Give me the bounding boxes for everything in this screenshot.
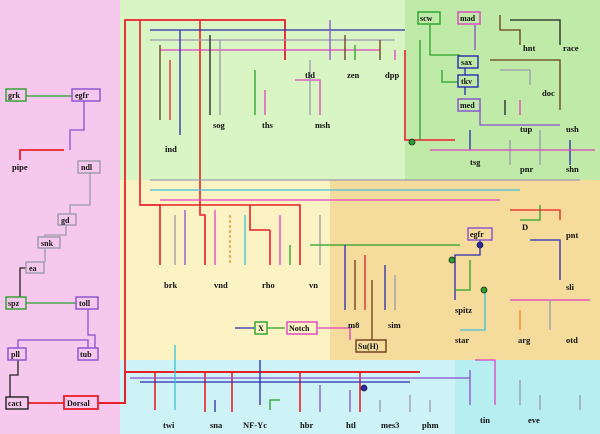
junction-dots: [360, 138, 488, 392]
gene-label-hnt: hnt: [523, 43, 535, 53]
gene-label-tin: tin: [480, 415, 490, 425]
junction-dot: [480, 286, 488, 294]
gene-label-msh: msh: [315, 120, 330, 130]
gene-label-sna: sna: [210, 420, 223, 430]
gd-box: [57, 213, 77, 226]
gene-label-egfr: egfr: [75, 91, 89, 100]
gene-label-ths: ths: [262, 120, 274, 130]
junction-dot: [408, 138, 416, 146]
gene-label-rho: rho: [262, 280, 275, 290]
med-box: [457, 98, 481, 112]
gene-label-hbr: hbr: [300, 420, 313, 430]
gene-label-ndl: ndl: [81, 163, 93, 172]
gene-label-med: med: [460, 101, 475, 110]
gene-label-tub: tub: [80, 350, 92, 359]
gene-label-mes3: mes3: [381, 420, 399, 430]
network-edges: [124, 15, 595, 412]
gene-label-tkv: tkv: [461, 77, 472, 86]
junction-dot: [360, 384, 368, 392]
tkv-box: [457, 74, 479, 88]
upper-right-region: [405, 0, 600, 180]
mad-box: [457, 11, 481, 25]
snk-box: [37, 236, 61, 249]
gene-label-arg: arg: [518, 335, 531, 345]
gene-label-cact: cact: [8, 399, 22, 408]
gene-label-twi: twi: [163, 420, 175, 430]
toll-box: [75, 296, 99, 310]
gene-label-star: star: [455, 335, 469, 345]
gene-label-brk: brk: [164, 280, 178, 290]
gene-label-spz: spz: [8, 299, 20, 308]
gene-label-pll: pll: [11, 350, 21, 359]
node-boxes: [5, 11, 493, 410]
pll-box: [7, 347, 27, 361]
gene-label-notch: Notch: [289, 324, 310, 333]
scw-box: [417, 11, 441, 25]
gene-label-mad: mad: [460, 14, 476, 23]
gene-label-shn: shn: [566, 164, 579, 174]
gene-label-sli: sli: [566, 282, 575, 292]
gene-label-gd: gd: [61, 216, 70, 225]
junction-dot: [476, 241, 484, 249]
sax-box: [457, 55, 479, 69]
gene-label-m8: m8: [348, 320, 359, 330]
egfr-left-box: [71, 88, 101, 102]
egfr-mid-box: [467, 227, 493, 241]
gene-label-eve: eve: [528, 415, 540, 425]
gene-label-snk: snk: [41, 239, 54, 248]
gene-label-tsg: tsg: [470, 157, 481, 167]
gene-label-doc: doc: [542, 88, 555, 98]
gene-label-htl: htl: [346, 420, 357, 430]
gene-label-suh: Su(H): [358, 342, 379, 351]
gene-label-tup: tup: [520, 124, 533, 134]
cact-box: [5, 396, 29, 410]
gene-label-vn: vn: [309, 280, 318, 290]
gene-label-toll: toll: [79, 299, 91, 308]
gene-label-ea: ea: [29, 264, 37, 273]
ndl-box: [77, 160, 101, 174]
gene-label-phm: phm: [422, 420, 439, 430]
gene-label-egfr-mid: egfr: [470, 230, 484, 239]
gene-label-nfyc: NF-Yc: [243, 420, 267, 430]
gene-labels: grk egfr pipe ndl gd snk ea spz toll pll…: [8, 14, 579, 430]
gene-label-grk: grk: [8, 91, 21, 100]
gene-label-sim: sim: [388, 320, 401, 330]
notch-box: [286, 321, 318, 335]
gene-label-otd: otd: [566, 335, 578, 345]
gene-label-pnr: pnr: [520, 164, 533, 174]
junction-dot: [448, 256, 456, 264]
lower-right-region: [455, 360, 600, 434]
gene-label-dpp: dpp: [385, 70, 399, 80]
gene-label-dorsal: Dorsal: [67, 399, 90, 408]
ea-box: [25, 261, 45, 274]
gene-label-tld: tld: [305, 70, 315, 80]
grk-box: [5, 88, 27, 102]
gene-label-race: race: [563, 43, 579, 53]
gene-label-spitz: spitz: [455, 305, 472, 315]
gene-label-ind: ind: [165, 144, 177, 154]
spz-box: [5, 296, 27, 310]
suh-box: [355, 339, 387, 353]
dorsal-box: [63, 395, 99, 410]
gene-label-d: D: [522, 222, 528, 232]
gene-label-ush: ush: [566, 124, 579, 134]
tub-box: [77, 347, 99, 361]
gene-label-scw: scw: [420, 14, 433, 23]
gene-label-zen: zen: [347, 70, 360, 80]
gene-label-pnt: pnt: [566, 230, 578, 240]
gene-label-sax: sax: [461, 58, 472, 67]
gene-label-sog: sog: [213, 120, 226, 130]
x-box: [254, 321, 268, 335]
gene-label-pipe: pipe: [12, 162, 28, 172]
gene-label-vnd: vnd: [214, 280, 228, 290]
gene-label-x: X: [258, 324, 264, 333]
